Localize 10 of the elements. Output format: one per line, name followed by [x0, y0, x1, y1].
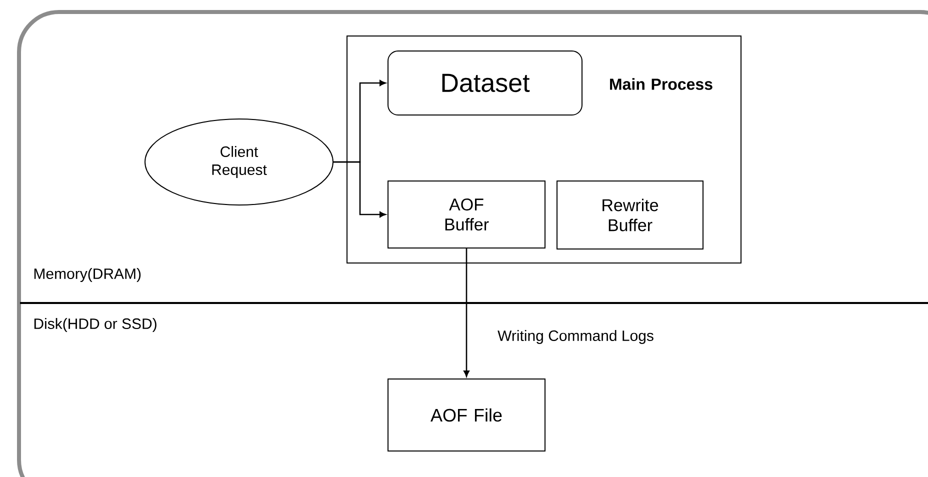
- heading: Main Process: [610, 78, 712, 90]
- arrow: [334, 161, 386, 218]
- arrow: [464, 248, 470, 377]
- process-box: AOF File: [388, 378, 546, 452]
- edge-label: Writing Command Logs: [498, 330, 654, 344]
- area-label: Disk(HDD or SSD): [34, 318, 156, 332]
- rounded-box: Dataset: [388, 50, 582, 116]
- process-box: Rewrite Buffer: [556, 180, 704, 250]
- area-label: Memory(DRAM): [34, 268, 141, 282]
- process-box: AOF Buffer: [388, 180, 546, 248]
